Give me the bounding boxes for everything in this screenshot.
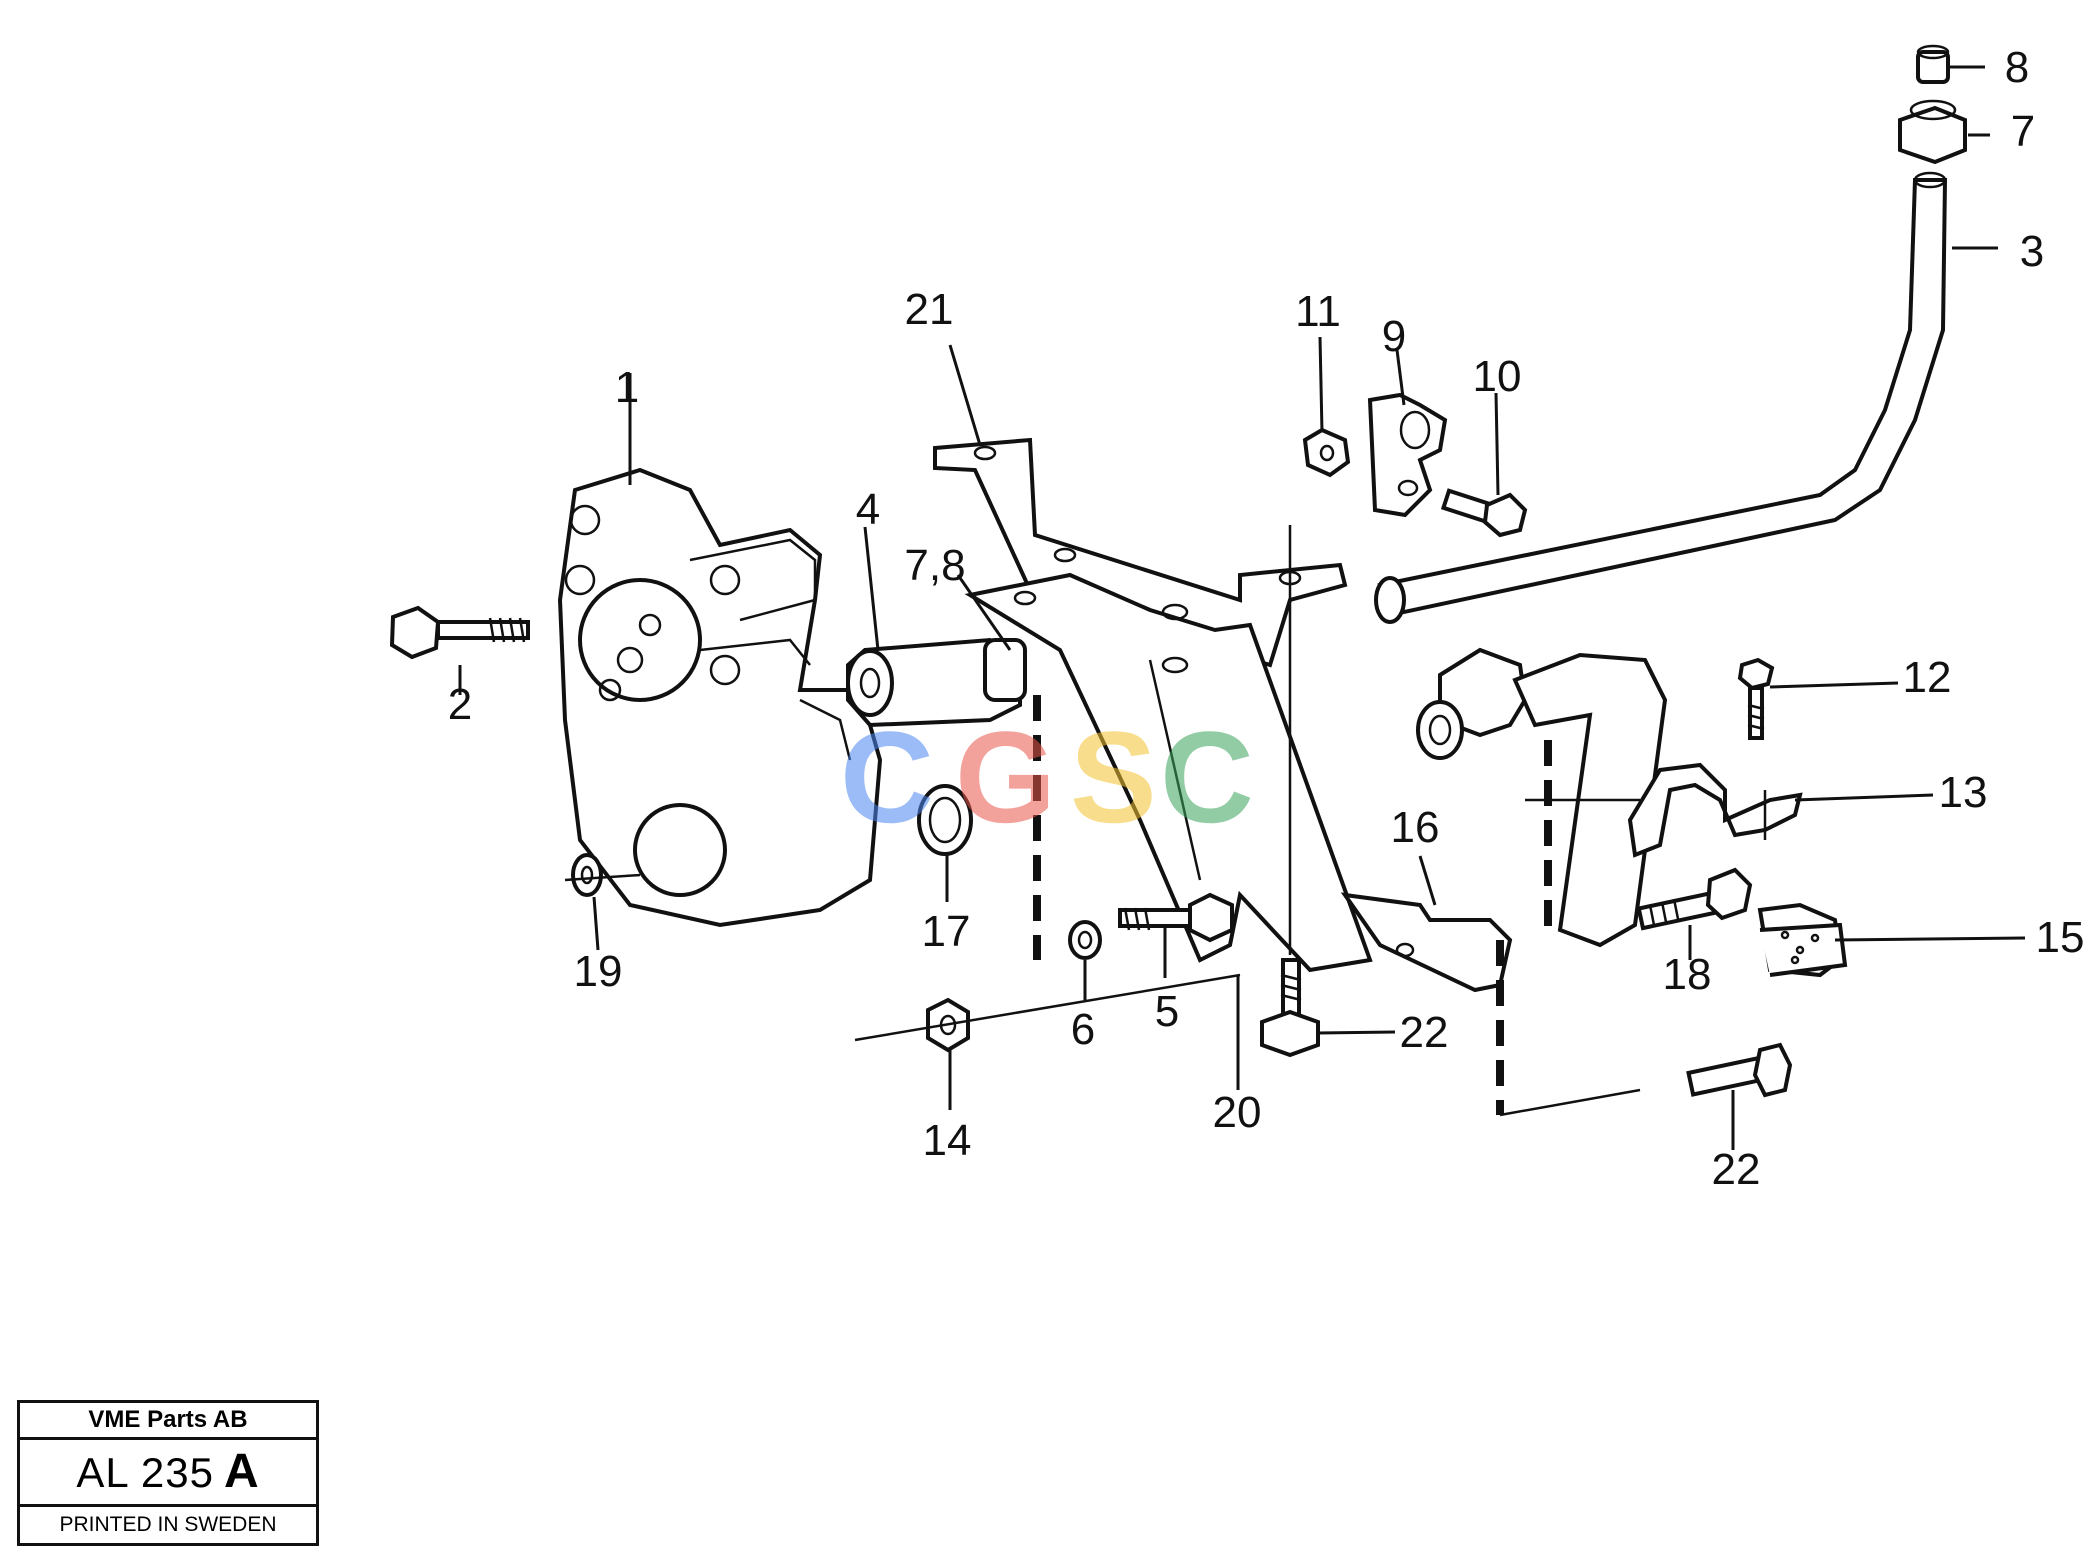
callout-18: 18 <box>1662 950 1712 999</box>
callout-5: 5 <box>1154 987 1180 1036</box>
pipe-connector-4 <box>846 637 1027 728</box>
callout-12: 12 <box>1902 653 1952 702</box>
bolt-22-lower <box>1260 958 1320 1058</box>
callout-9: 9 <box>1381 312 1407 361</box>
o-ring-17 <box>917 784 973 856</box>
callout-10: 10 <box>1472 352 1522 401</box>
callout-8: 8 <box>2004 43 2030 92</box>
clip-9 <box>1367 392 1448 518</box>
clip-16 <box>1340 892 1513 993</box>
callout-19: 19 <box>573 947 623 996</box>
svg-text:G: G <box>955 704 1056 850</box>
drawing-code-number: AL 235 <box>76 1449 214 1496</box>
bracket-20 <box>964 572 1373 973</box>
callout-13: 13 <box>1938 768 1988 817</box>
callout-4: 4 <box>855 485 881 534</box>
fitting-7 <box>1898 99 1967 165</box>
washer-19 <box>571 853 603 897</box>
callout-22-right: 22 <box>1711 1145 1761 1194</box>
callout-7: 7 <box>2010 107 2036 156</box>
svg-text:C: C <box>1160 704 1254 850</box>
clamp-13 <box>1627 762 1803 858</box>
oil-pump-body <box>557 467 883 928</box>
callout-22-lower: 22 <box>1399 1008 1449 1057</box>
callout-20: 20 <box>1212 1088 1262 1137</box>
printed-in-note: PRINTED IN SWEDEN <box>20 1504 316 1543</box>
callout-17: 17 <box>921 907 971 956</box>
pipe-18 <box>1416 647 1753 948</box>
drawing-code-letter: A <box>223 1445 260 1498</box>
bolt-22-right <box>1686 1042 1793 1098</box>
dashed-guides <box>1033 695 1641 1117</box>
washer-6 <box>1068 920 1102 960</box>
company-name: VME Parts AB <box>20 1403 316 1440</box>
callout-1: 1 <box>614 363 640 412</box>
callout-6: 6 <box>1070 1005 1096 1054</box>
bolt-2 <box>389 605 530 660</box>
callout-15: 15 <box>2035 913 2085 962</box>
callout-3: 3 <box>2019 227 2045 276</box>
bolt-10 <box>1440 488 1528 538</box>
callout-14: 14 <box>922 1116 972 1165</box>
svg-text:C: C <box>840 704 934 850</box>
callout-2: 2 <box>447 680 473 729</box>
callout-16: 16 <box>1390 803 1440 852</box>
bolt-12 <box>1737 657 1775 740</box>
strainer-15 <box>1757 902 1848 978</box>
watermark-logo: C G S C <box>840 704 1254 850</box>
svg-text:S: S <box>1070 704 1157 850</box>
callout-21: 21 <box>904 285 954 334</box>
cap-8 <box>1916 44 1950 84</box>
bolt-5 <box>1118 892 1234 943</box>
callout-11: 11 <box>1295 287 1341 336</box>
callout-7-8: 7,8 <box>904 541 966 590</box>
leader-lines <box>458 65 2026 1150</box>
nut-11 <box>1302 427 1351 478</box>
pipe-3 <box>1374 171 1948 624</box>
